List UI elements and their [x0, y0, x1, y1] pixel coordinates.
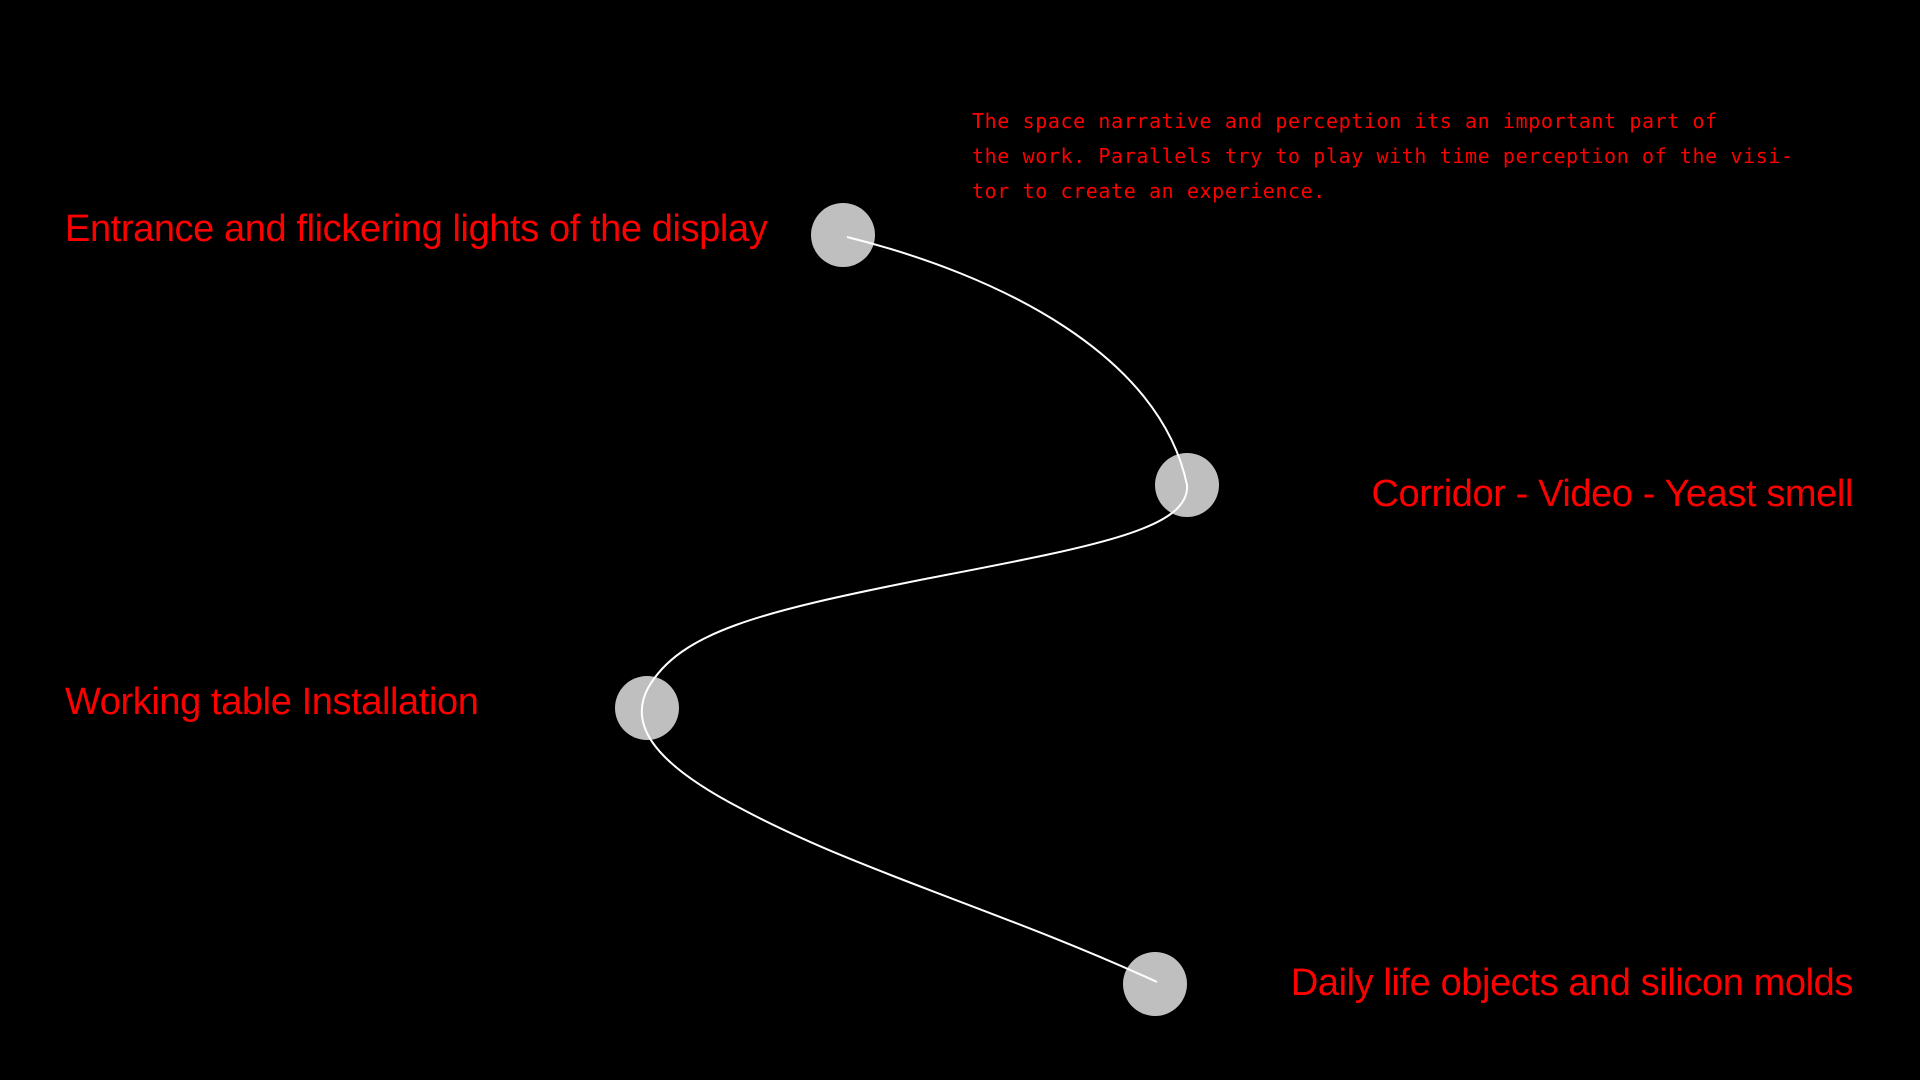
intro-text: The space narrative and perception its a…	[972, 104, 1794, 209]
stage-label-daily-objects: Daily life objects and silicon molds	[1290, 962, 1854, 1004]
path-line	[640, 236, 1189, 983]
stage-node-1	[811, 203, 875, 267]
stage-node-4	[1123, 952, 1187, 1016]
intro-line-2: the work. Parallels try to play with tim…	[972, 144, 1794, 168]
stage-node-3	[615, 676, 679, 740]
stage-label-entrance: Entrance and flickering lights of the di…	[65, 208, 768, 250]
stage-label-corridor: Corridor - Video - Yeast smell	[1371, 473, 1853, 515]
stage-label-working-table: Working table Installation	[65, 681, 479, 723]
intro-line-3: tor to create an experience.	[972, 179, 1326, 203]
intro-line-1: The space narrative and perception its a…	[972, 109, 1718, 133]
